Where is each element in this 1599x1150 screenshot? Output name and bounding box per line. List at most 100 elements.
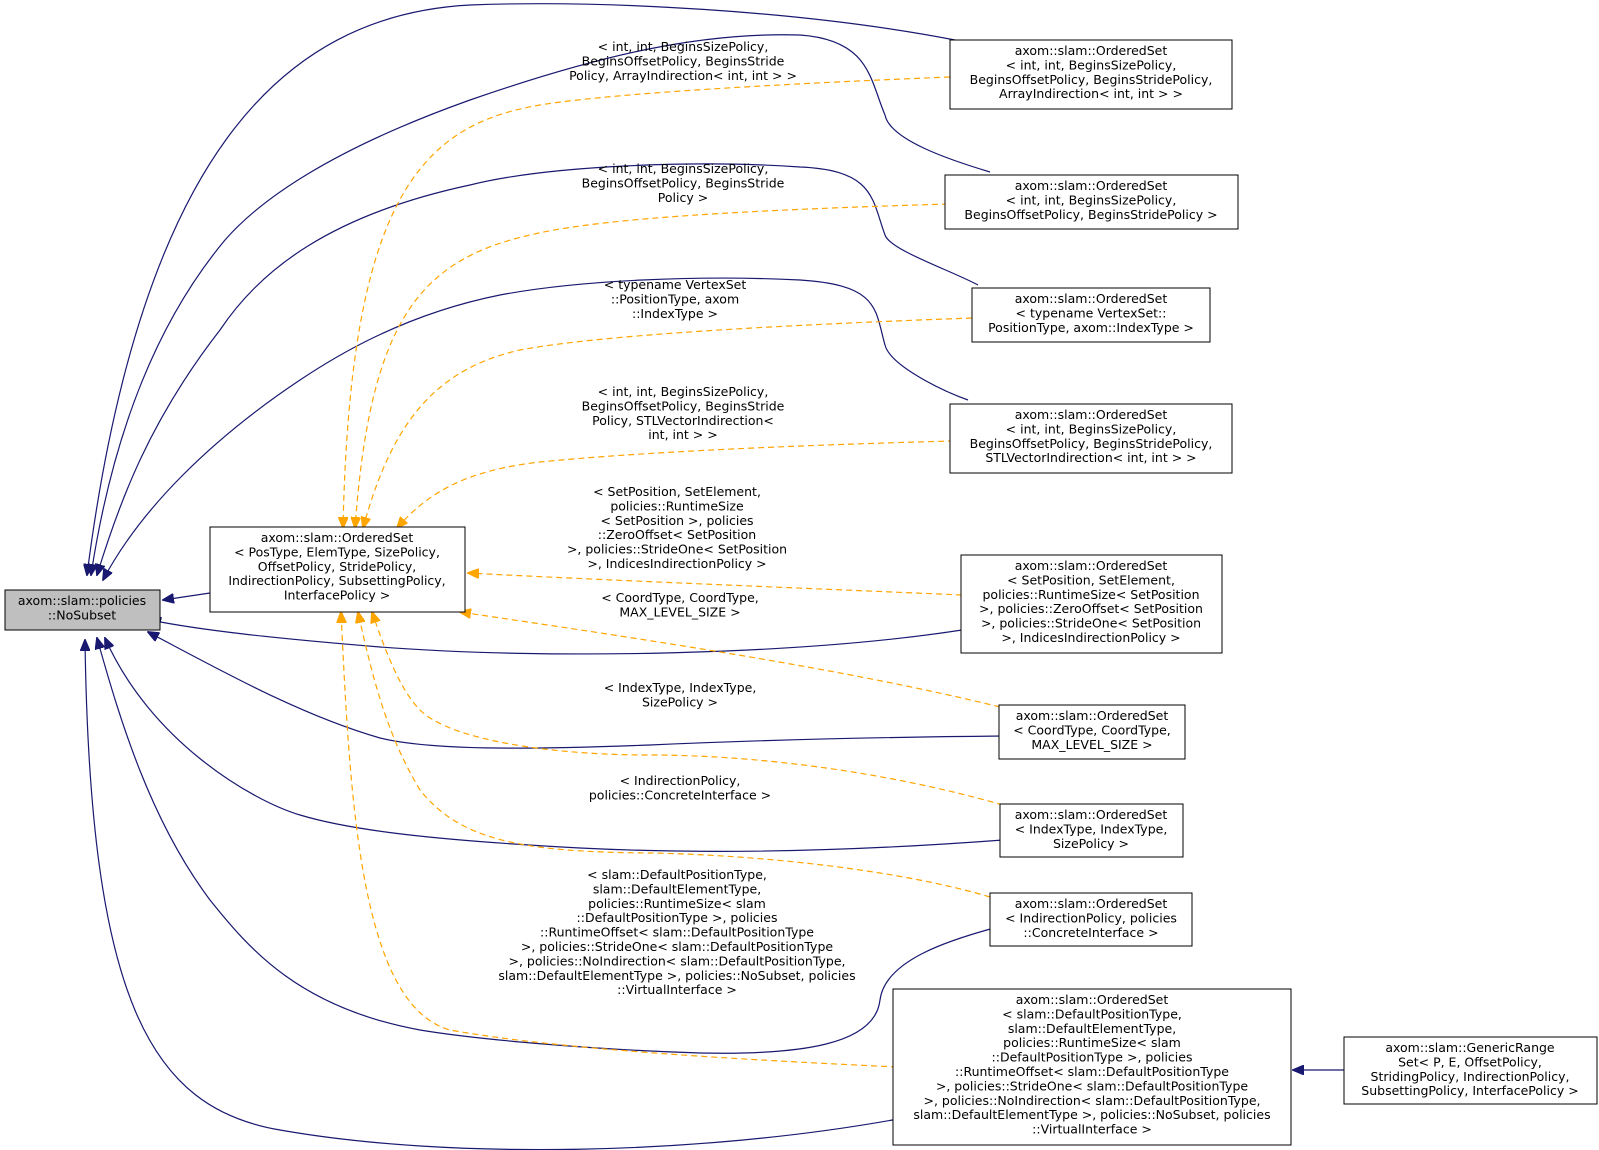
- text-line: >, IndicesIndirectionPolicy >: [587, 556, 766, 571]
- text-line: ::VirtualInterface >: [617, 982, 737, 997]
- text-line: policies::RuntimeSize: [610, 498, 744, 513]
- text-line: ::ZeroOffset< SetPosition: [598, 527, 756, 542]
- text-line: IndirectionPolicy, SubsettingPolicy,: [228, 573, 445, 588]
- text-line: SubsettingPolicy, InterfacePolicy >: [1361, 1083, 1578, 1098]
- text-line: >, policies::StrideOne< slam::DefaultPos…: [521, 939, 833, 954]
- text-line: ::DefaultPositionType >, policies: [992, 1050, 1193, 1065]
- text-line: < int, int, BeginsSizePolicy,: [598, 384, 769, 399]
- text-line: axom::slam::OrderedSet: [1015, 558, 1168, 573]
- node-orderedset-template[interactable]: axom::slam::OrderedSet< PosType, ElemTyp…: [209, 526, 466, 613]
- node-orderedset-array-indirection-label: axom::slam::OrderedSet< int, int, Begins…: [970, 43, 1213, 101]
- node-orderedset-default[interactable]: axom::slam::OrderedSet< slam::DefaultPos…: [892, 988, 1292, 1146]
- edge-label-l6: < CoordType, CoordType,MAX_LEVEL_SIZE >: [601, 590, 759, 619]
- text-line: ::NoSubset: [48, 607, 116, 622]
- edge-label-l2: < int, int, BeginsSizePolicy,BeginsOffse…: [582, 161, 785, 205]
- text-line: ::VirtualInterface >: [1032, 1122, 1152, 1137]
- edge-label-l8: < IndirectionPolicy,policies::ConcreteIn…: [589, 773, 771, 802]
- text-line: < IndexType, IndexType,: [604, 680, 757, 695]
- edge-n2-root: [91, 34, 991, 575]
- edge-template-root: [163, 592, 211, 600]
- text-line: BeginsOffsetPolicy, BeginsStridePolicy >: [964, 207, 1217, 222]
- text-line: policies::RuntimeSize< SetPosition: [982, 587, 1199, 602]
- nodes: axom::slam::policies::NoSubset axom::sla…: [4, 39, 1598, 1146]
- node-orderedset-setposition[interactable]: axom::slam::OrderedSet< SetPosition, Set…: [960, 554, 1223, 654]
- node-orderedset-indextype-label: axom::slam::OrderedSet< IndexType, Index…: [1015, 807, 1168, 851]
- text-line: < slam::DefaultPositionType,: [587, 867, 767, 882]
- node-orderedset-indirectionpolicy[interactable]: axom::slam::OrderedSet< IndirectionPolic…: [989, 892, 1193, 947]
- text-line: BeginsOffsetPolicy, BeginsStridePolicy,: [970, 72, 1213, 87]
- text-line: < PosType, ElemType, SizePolicy,: [234, 544, 440, 559]
- edge-n5-root: [150, 620, 963, 655]
- tedge-n1: [343, 76, 951, 528]
- text-line: < IndirectionPolicy, policies: [1005, 910, 1177, 925]
- text-line: ::DefaultPositionType >, policies: [577, 910, 778, 925]
- tedge-n7: [372, 612, 1004, 806]
- text-line: < slam::DefaultPositionType,: [1002, 1006, 1182, 1021]
- edge-n1-root: [87, 3, 956, 575]
- text-line: BeginsOffsetPolicy, BeginsStridePolicy,: [970, 436, 1213, 451]
- edge-label-l4: < int, int, BeginsSizePolicy,BeginsOffse…: [582, 384, 785, 442]
- text-line: < int, int, BeginsSizePolicy,: [1006, 192, 1177, 207]
- text-line: axom::slam::OrderedSet: [1016, 708, 1169, 723]
- node-orderedset-indirectionpolicy-label: axom::slam::OrderedSet< IndirectionPolic…: [1005, 896, 1177, 940]
- tedge-n3: [363, 317, 973, 528]
- inheritance-edges: [85, 3, 1345, 1150]
- node-orderedset-stlvector-indirection-label: axom::slam::OrderedSet< int, int, Begins…: [970, 407, 1213, 465]
- text-line: policies::RuntimeSize< slam: [588, 896, 766, 911]
- text-line: PositionType, axom::IndexType >: [988, 320, 1194, 335]
- node-orderedset-vertexset[interactable]: axom::slam::OrderedSet< typename VertexS…: [971, 287, 1211, 343]
- node-orderedset-begins-stride[interactable]: axom::slam::OrderedSet< int, int, Begins…: [944, 174, 1239, 230]
- text-line: ::RuntimeOffset< slam::DefaultPositionTy…: [955, 1064, 1229, 1079]
- node-orderedset-array-indirection[interactable]: axom::slam::OrderedSet< int, int, Begins…: [949, 39, 1233, 110]
- template-edges: [341, 76, 1004, 1068]
- text-line: < SetPosition, SetElement,: [1007, 572, 1175, 587]
- text-line: slam::DefaultElementType >, policies::No…: [498, 968, 855, 983]
- text-line: >, IndicesIndirectionPolicy >: [1001, 630, 1180, 645]
- text-line: < IndexType, IndexType,: [1015, 821, 1168, 836]
- text-line: axom::slam::GenericRange: [1385, 1040, 1555, 1055]
- node-orderedset-indextype[interactable]: axom::slam::OrderedSet< IndexType, Index…: [999, 803, 1184, 858]
- text-line: < typename VertexSet: [604, 277, 747, 292]
- edge-label-l5: < SetPosition, SetElement,policies::Runt…: [567, 484, 787, 571]
- text-line: policies::ConcreteInterface >: [589, 787, 771, 802]
- text-line: < typename VertexSet::: [1016, 305, 1167, 320]
- edge-n8-root: [97, 638, 995, 1054]
- text-line: ArrayIndirection< int, int > >: [999, 86, 1183, 101]
- text-line: SizePolicy >: [642, 694, 718, 709]
- edge-n9-root: [85, 640, 899, 1150]
- node-nosubset-label: axom::slam::policies::NoSubset: [18, 593, 146, 622]
- node-nosubset[interactable]: axom::slam::policies::NoSubset: [4, 589, 161, 631]
- text-line: axom::slam::OrderedSet: [1015, 896, 1168, 911]
- text-line: slam::DefaultElementType >, policies::No…: [913, 1107, 1270, 1122]
- text-line: STLVectorIndirection< int, int > >: [985, 450, 1196, 465]
- text-line: BeginsOffsetPolicy, BeginsStride: [582, 53, 785, 68]
- node-orderedset-coordtype[interactable]: axom::slam::OrderedSet< CoordType, Coord…: [998, 704, 1186, 760]
- text-line: >, policies::StrideOne< SetPosition: [981, 616, 1201, 631]
- text-line: axom::slam::OrderedSet: [1015, 291, 1168, 306]
- edge-n4-root: [103, 277, 969, 580]
- edge-n3-root: [97, 163, 979, 575]
- text-line: int, int > >: [648, 427, 717, 442]
- text-line: MAX_LEVEL_SIZE >: [1031, 737, 1152, 752]
- node-orderedset-stlvector-indirection[interactable]: axom::slam::OrderedSet< int, int, Begins…: [949, 403, 1233, 474]
- node-orderedset-default-label: axom::slam::OrderedSet< slam::DefaultPos…: [913, 992, 1270, 1137]
- text-line: >, policies::NoIndirection< slam::Defaul…: [923, 1093, 1260, 1108]
- tedge-n9: [341, 612, 898, 1068]
- text-line: ::PositionType, axom: [611, 291, 739, 306]
- text-line: axom::slam::policies: [18, 593, 146, 608]
- text-line: < SetPosition >, policies: [600, 513, 753, 528]
- text-line: axom::slam::OrderedSet: [1015, 407, 1168, 422]
- text-line: OffsetPolicy, StridePolicy,: [258, 559, 416, 574]
- text-line: ::IndexType >: [632, 306, 718, 321]
- edge-label-l7: < IndexType, IndexType,SizePolicy >: [604, 680, 757, 709]
- node-orderedset-coordtype-label: axom::slam::OrderedSet< CoordType, Coord…: [1013, 708, 1171, 752]
- text-line: axom::slam::OrderedSet: [1015, 43, 1168, 58]
- text-line: ::RuntimeOffset< slam::DefaultPositionTy…: [540, 925, 814, 940]
- text-line: < int, int, BeginsSizePolicy,: [598, 39, 769, 54]
- edge-labels: < int, int, BeginsSizePolicy,BeginsOffse…: [498, 39, 855, 997]
- node-orderedset-vertexset-label: axom::slam::OrderedSet< typename VertexS…: [988, 291, 1194, 335]
- text-line: axom::slam::OrderedSet: [1016, 992, 1169, 1007]
